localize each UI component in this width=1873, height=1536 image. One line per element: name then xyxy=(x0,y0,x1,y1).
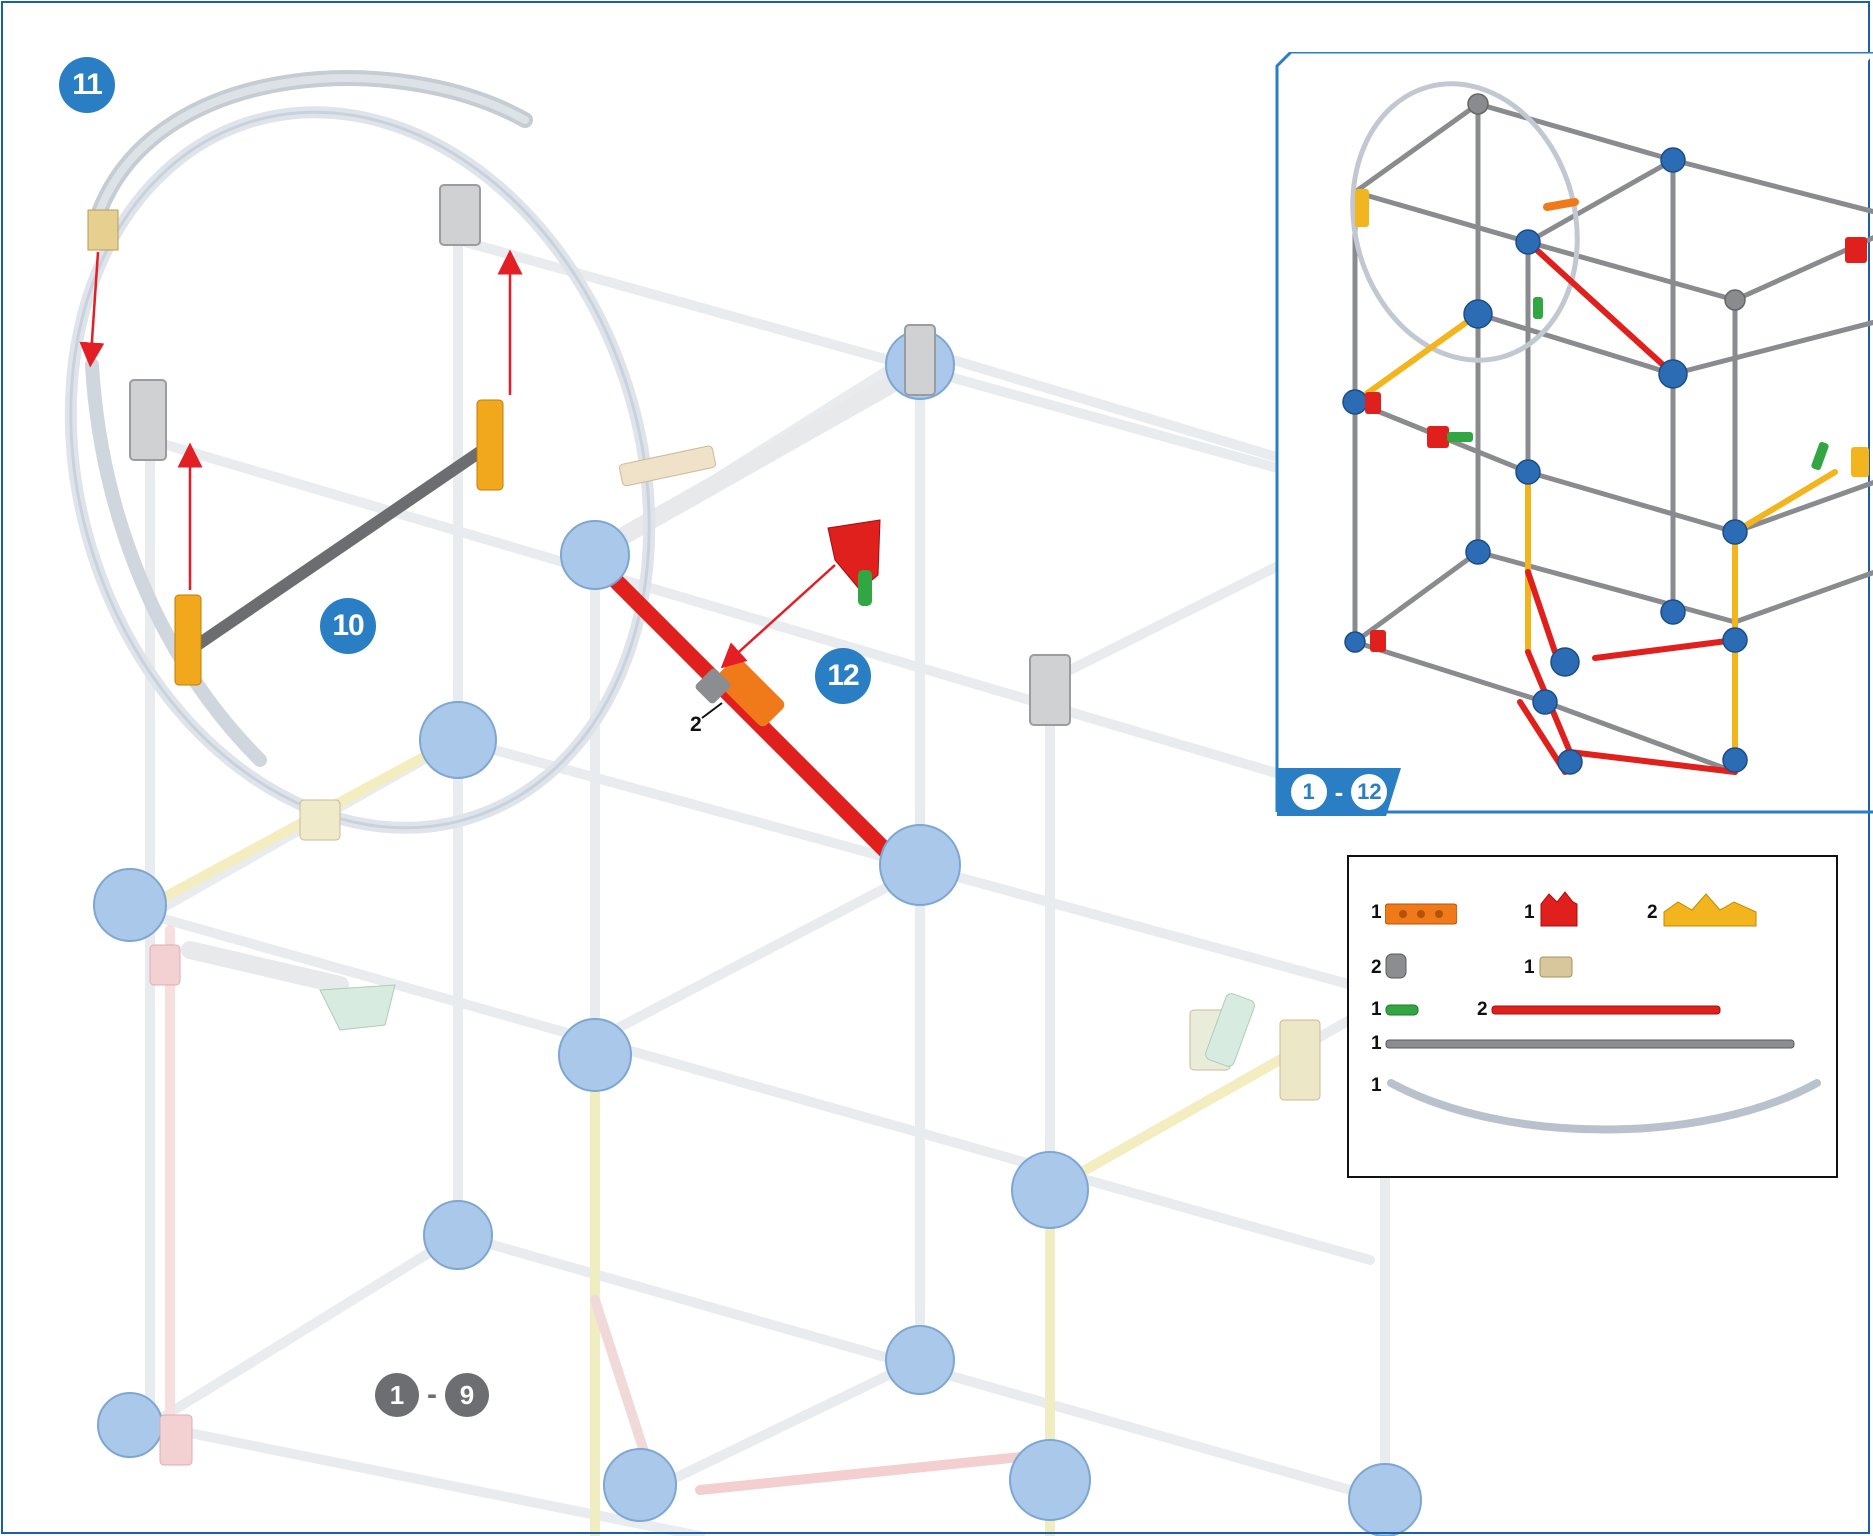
step-10-label: 10 xyxy=(332,609,364,642)
pale-clips xyxy=(299,445,1321,1101)
white-spiral-rods xyxy=(181,376,899,994)
curved-tube-icon xyxy=(1387,1079,1821,1134)
part-qty-curved: 1 xyxy=(1371,1075,1382,1096)
callout-leader xyxy=(701,702,723,719)
green-rod-icon xyxy=(1385,1004,1419,1016)
overview-range-end: 12 xyxy=(1351,774,1388,810)
step-10-badge: 10 xyxy=(320,598,376,654)
range-end-badge: 9 xyxy=(445,1373,489,1417)
part-qty-spacer: 2 xyxy=(1371,957,1382,978)
yellow-connector-icon xyxy=(1663,893,1757,927)
part-qty-red: 1 xyxy=(1524,902,1535,923)
tan-clip-icon xyxy=(1539,956,1573,978)
step-11-badge: 11 xyxy=(59,57,115,113)
range-dash: - xyxy=(427,1378,437,1411)
overview-inset xyxy=(1275,52,1873,814)
yellow-connector-left xyxy=(174,594,202,686)
quantity-callout: 2 xyxy=(690,713,702,736)
assembly-arrows xyxy=(79,249,836,669)
step-12-label: 12 xyxy=(827,659,859,692)
part-qty-gray-rod: 1 xyxy=(1371,1033,1382,1054)
range-start-badge: 1 xyxy=(375,1373,419,1417)
overview-illustration xyxy=(1275,52,1873,814)
faded-rods xyxy=(145,225,1390,1536)
part-qty-yellow: 2 xyxy=(1647,902,1658,923)
completed-steps-range: 1 - 9 xyxy=(375,1373,489,1417)
part-qty-red-rod: 2 xyxy=(1477,999,1488,1020)
overview-range-tab: 1 - 12 xyxy=(1277,768,1401,816)
part-qty-green: 1 xyxy=(1371,999,1382,1020)
gray-hubs xyxy=(129,184,1071,726)
orange-connector-icon xyxy=(1385,903,1457,925)
gray-rod-icon xyxy=(1385,1039,1795,1049)
part-qty-tan: 1 xyxy=(1524,957,1535,978)
hub-connectors xyxy=(93,330,1422,1536)
step-12-badge: 12 xyxy=(815,648,871,704)
part-qty-orange: 1 xyxy=(1371,902,1382,923)
gray-spacer-icon xyxy=(1385,953,1407,979)
step-11-label: 11 xyxy=(72,68,103,101)
gray-rod xyxy=(184,439,496,656)
red-connector-icon xyxy=(1540,891,1578,927)
parts-list: 1 1 2 2 1 1 2 1 1 xyxy=(1347,855,1838,1178)
overview-range-dash: - xyxy=(1334,776,1344,807)
red-rod-icon xyxy=(1491,1005,1721,1015)
overview-range-start: 1 xyxy=(1290,774,1327,810)
yellow-connector-right xyxy=(476,399,504,491)
